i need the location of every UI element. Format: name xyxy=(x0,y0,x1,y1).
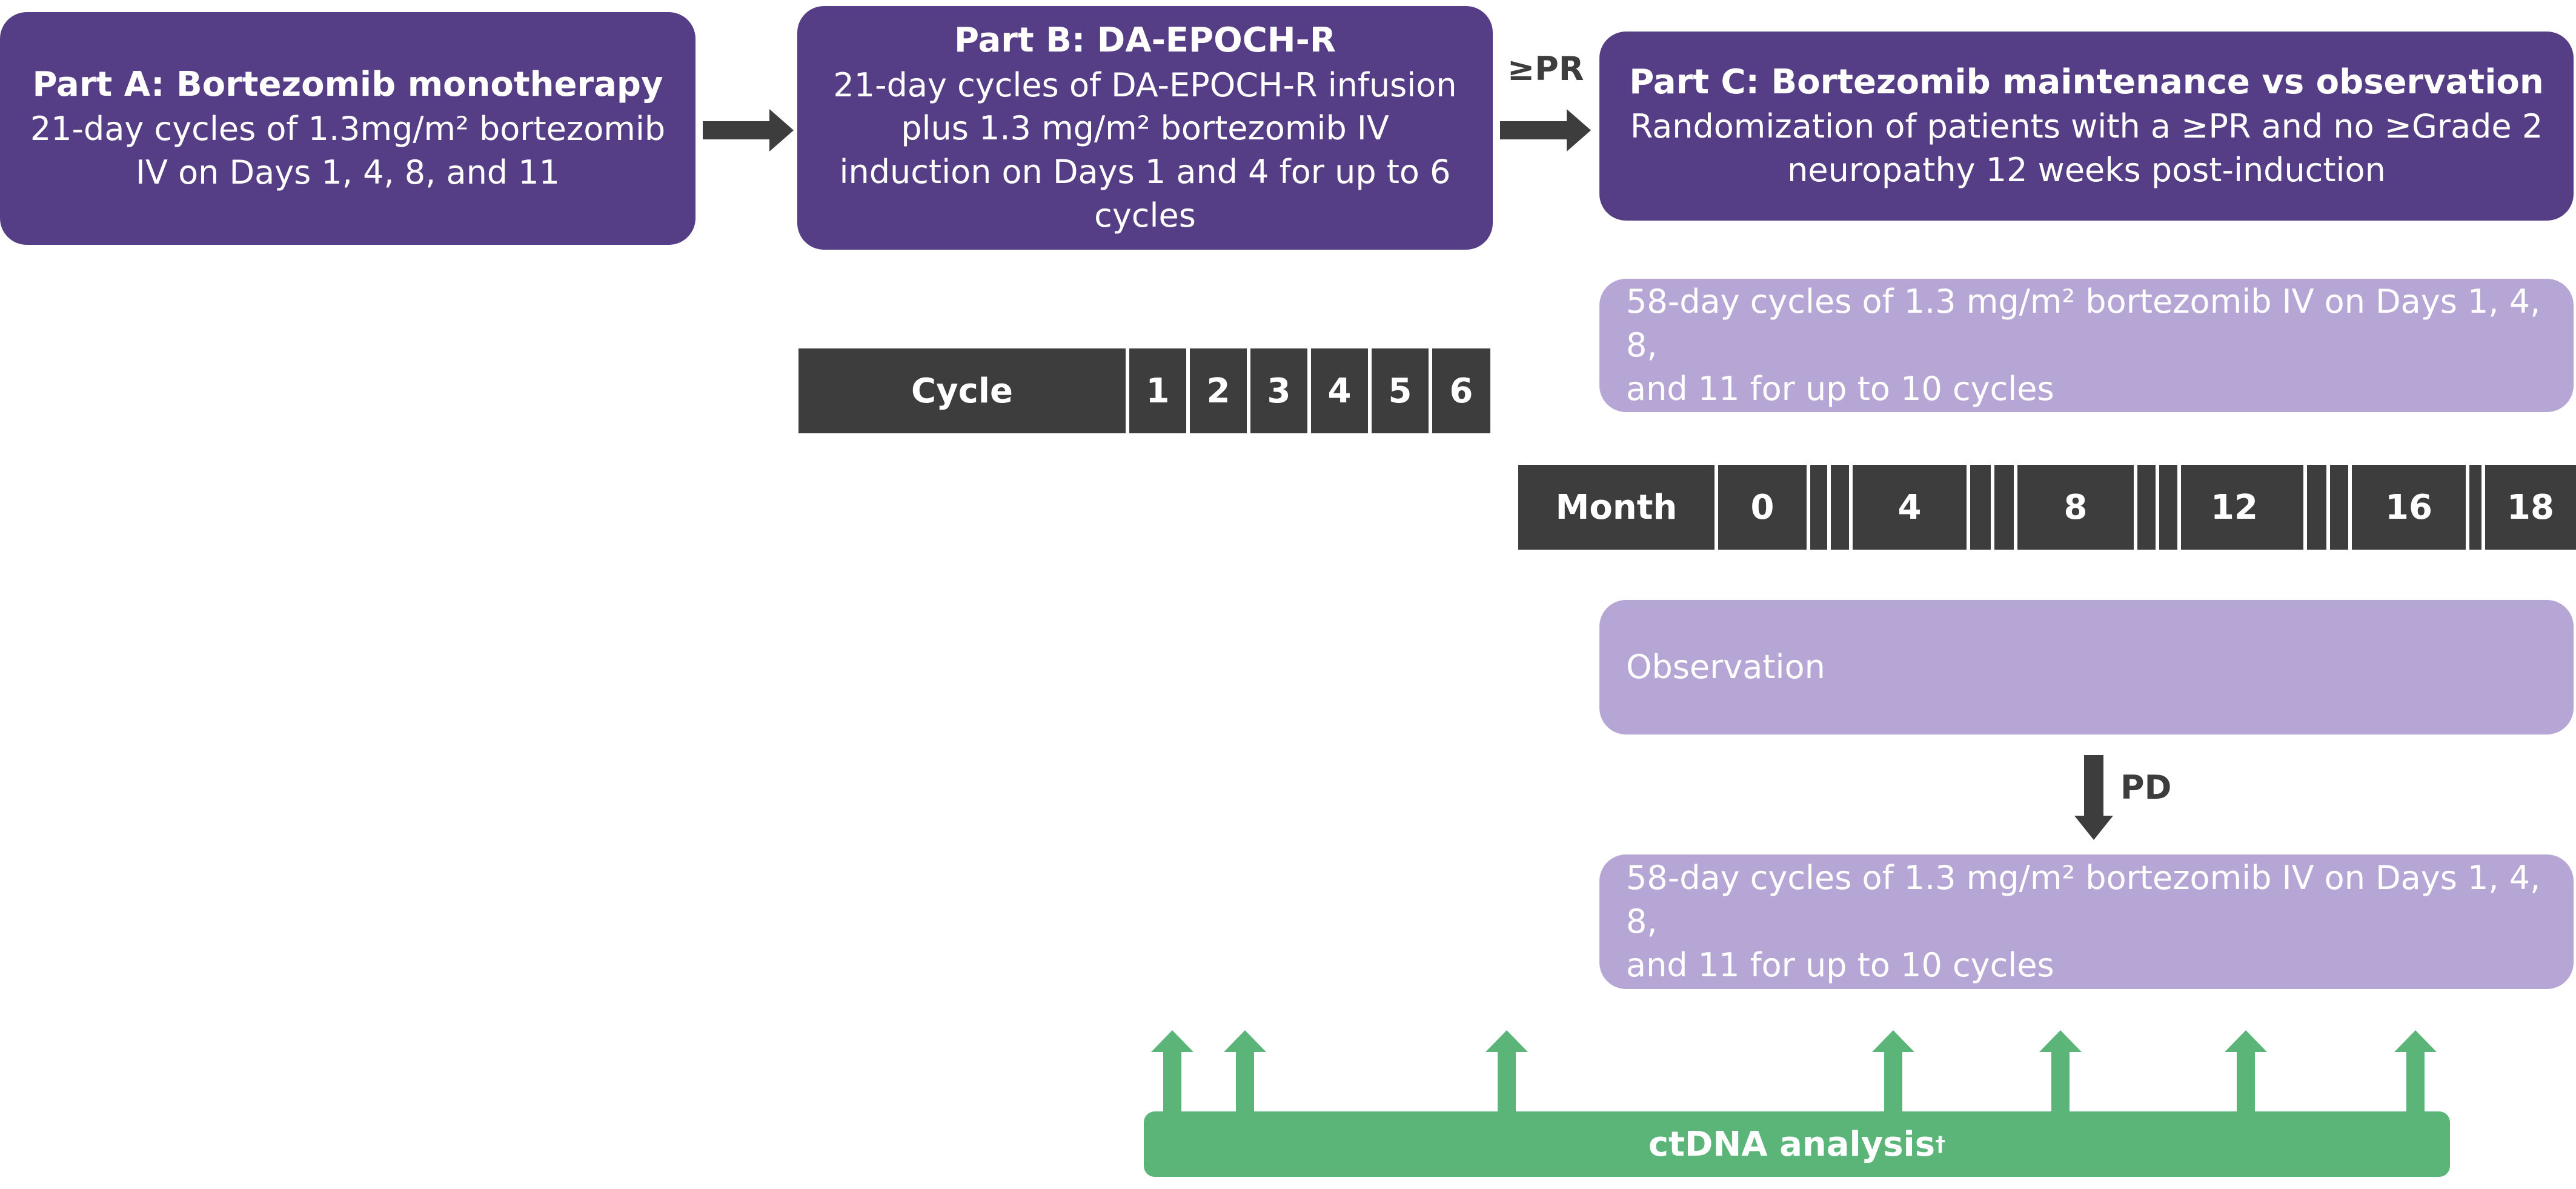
month-divider xyxy=(2348,465,2352,550)
cycle-divider xyxy=(1126,348,1129,433)
part-c-line-1: Randomization of patients with a ≥PR and… xyxy=(1630,107,2543,146)
cycle-number: 3 xyxy=(1267,371,1291,411)
month-number: 16 xyxy=(2385,487,2432,527)
month-divider xyxy=(2134,465,2137,550)
part-b-line-1: 21-day cycles of DA-EPOCH-R infusion xyxy=(833,65,1457,104)
part-a-title: Part A: Bortezomib monotherapy xyxy=(32,64,663,104)
arrow-down-icon xyxy=(2074,755,2113,840)
maintenance-line-2: and 11 for up to 10 cycles xyxy=(1626,369,2054,408)
salvage-box: 58-day cycles of 1.3 mg/m² bortezomib IV… xyxy=(1599,854,2574,989)
cycle-divider xyxy=(1247,348,1250,433)
maintenance-box: 58-day cycles of 1.3 mg/m² bortezomib IV… xyxy=(1599,279,2574,412)
part-c-line-2: neuropathy 12 weeks post-induction xyxy=(1787,151,2386,190)
cycle-divider xyxy=(1307,348,1311,433)
month-divider xyxy=(1967,465,1970,550)
ctdna-label: ctDNA analysis xyxy=(1648,1124,1936,1164)
month-divider xyxy=(1807,465,1810,550)
arrow-right-icon xyxy=(1500,109,1591,152)
cycle-bar-label: Cycle xyxy=(911,371,1013,411)
month-number: 18 xyxy=(2507,487,2554,527)
arrow-up-icon xyxy=(2225,1030,2267,1115)
month-divider xyxy=(2303,465,2307,550)
arrow-up-icon xyxy=(2039,1030,2082,1115)
cycle-number: 2 xyxy=(1206,371,1230,411)
arrow-up-icon xyxy=(1151,1030,1193,1115)
month-bar: Month 0 4 8 12 16 18 xyxy=(1518,465,2576,550)
cycle-divider xyxy=(1429,348,1432,433)
part-c-title: Part C: Bortezomib maintenance vs observ… xyxy=(1629,62,2544,102)
part-b-box: Part B: DA-EPOCH-R 21-day cycles of DA-E… xyxy=(797,6,1493,250)
month-divider xyxy=(1849,465,1853,550)
month-number: 4 xyxy=(1897,487,1922,527)
ctdna-footnote-mark: † xyxy=(1935,1132,1946,1156)
part-a-box: Part A: Bortezomib monotherapy 21-day cy… xyxy=(0,12,695,245)
salvage-line-2: and 11 for up to 10 cycles xyxy=(1626,945,2054,984)
arrow-right-icon xyxy=(703,109,794,152)
month-divider xyxy=(2326,465,2330,550)
ctdna-analysis-bar: ctDNA analysis† xyxy=(1144,1111,2450,1177)
cycle-number: 5 xyxy=(1388,371,1412,411)
part-b-line-2: plus 1.3 mg/m² bortezomib IV xyxy=(901,109,1389,148)
part-b-line-3: induction on Days 1 and 4 for up to 6 xyxy=(839,153,1451,192)
part-c-box: Part C: Bortezomib maintenance vs observ… xyxy=(1599,32,2574,221)
month-divider xyxy=(2014,465,2017,550)
month-divider xyxy=(2177,465,2181,550)
salvage-line-1: 58-day cycles of 1.3 mg/m² bortezomib IV… xyxy=(1626,859,2541,941)
month-divider xyxy=(1827,465,1831,550)
part-b-line-4: cycles xyxy=(1094,196,1196,235)
arrow-up-icon xyxy=(1872,1030,1914,1115)
month-divider xyxy=(2156,465,2159,550)
part-a-line-1: 21-day cycles of 1.3mg/m² bortezomib xyxy=(30,110,666,148)
response-label: ≥PR xyxy=(1507,50,1584,88)
observation-box: Observation xyxy=(1599,600,2574,734)
observation-label: Observation xyxy=(1626,648,1825,687)
cycle-bar: Cycle 1 2 3 4 5 6 xyxy=(798,348,1490,433)
cycle-divider xyxy=(1186,348,1190,433)
cycle-number: 1 xyxy=(1146,371,1170,411)
arrow-up-icon xyxy=(1224,1030,1266,1115)
progression-label: PD xyxy=(2120,768,2172,807)
month-number: 8 xyxy=(2063,487,2088,527)
arrow-up-icon xyxy=(1486,1030,1528,1115)
cycle-number: 6 xyxy=(1449,371,1473,411)
month-divider xyxy=(2481,465,2485,550)
month-divider xyxy=(1715,465,1718,550)
arrow-up-icon xyxy=(2394,1030,2437,1115)
month-number: 0 xyxy=(1750,487,1774,527)
cycle-divider xyxy=(1368,348,1372,433)
month-divider xyxy=(1991,465,1994,550)
month-number: 12 xyxy=(2211,487,2258,527)
part-b-title: Part B: DA-EPOCH-R xyxy=(954,21,1336,61)
part-a-line-2: IV on Days 1, 4, 8, and 11 xyxy=(136,153,560,192)
month-divider xyxy=(2466,465,2469,550)
cycle-number: 4 xyxy=(1327,371,1352,411)
maintenance-line-1: 58-day cycles of 1.3 mg/m² bortezomib IV… xyxy=(1626,282,2541,365)
month-bar-label: Month xyxy=(1555,487,1678,527)
